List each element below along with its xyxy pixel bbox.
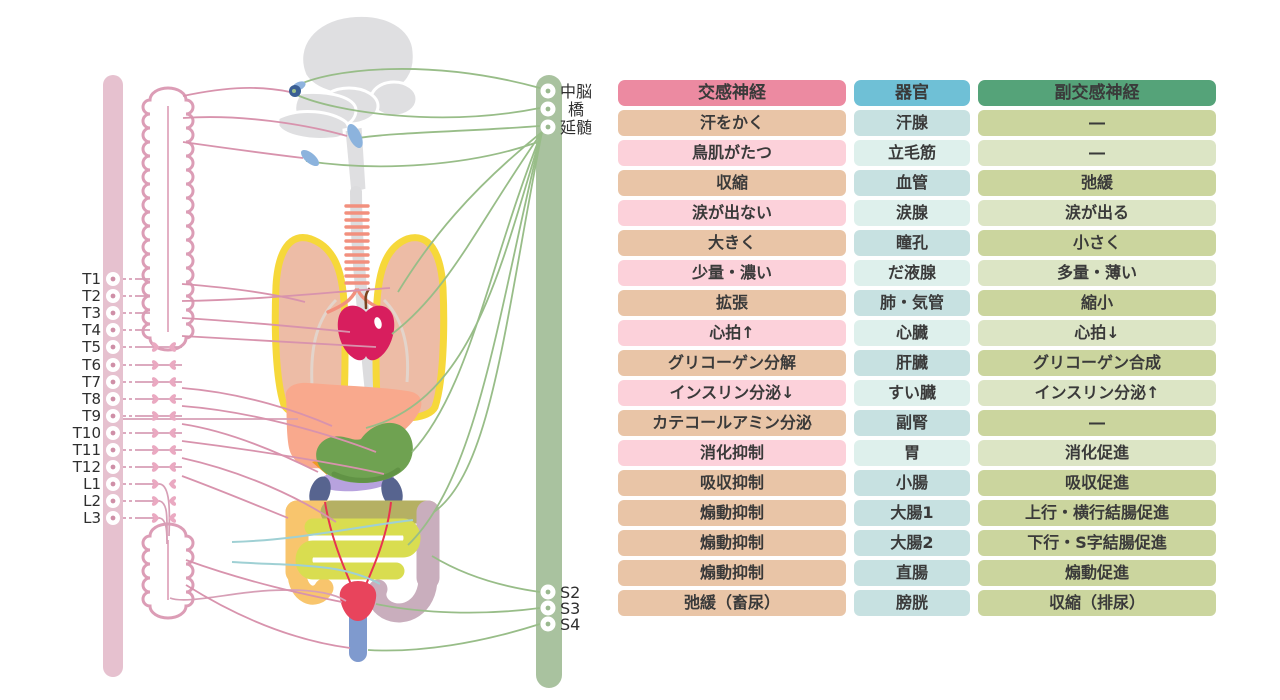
cell-parasympathetic: ― <box>978 140 1216 166</box>
cell-organ: だ液腺 <box>854 260 970 286</box>
spine-label: T1 <box>81 270 101 288</box>
cell-organ: 直腸 <box>854 560 970 586</box>
small-intestine <box>295 518 421 580</box>
cell-parasympathetic: 煽動促進 <box>978 560 1216 586</box>
spine-label: L2 <box>83 492 101 510</box>
cell-sympathetic: 心拍↑ <box>618 320 846 346</box>
cell-organ: 涙腺 <box>854 200 970 226</box>
spine-label: T11 <box>72 441 101 459</box>
cell-parasympathetic: 消化促進 <box>978 440 1216 466</box>
lung-veins <box>310 298 410 386</box>
header-sympathetic: 交感神経 <box>618 80 846 106</box>
spinal-nodes <box>106 272 120 525</box>
brain-icon <box>276 13 419 196</box>
spine-label: T10 <box>72 424 101 442</box>
cell-parasympathetic: 収縮（排尿） <box>978 590 1216 616</box>
cell-parasympathetic: 縮小 <box>978 290 1216 316</box>
spine-label: L3 <box>83 509 101 527</box>
stomach <box>316 422 413 484</box>
sacral-labels: S2 S3 S4 <box>560 583 580 634</box>
spine-label: T2 <box>81 287 101 305</box>
cell-parasympathetic: ― <box>978 110 1216 136</box>
cell-organ: 肝臓 <box>854 350 970 376</box>
cell-organ: 胃 <box>854 440 970 466</box>
cell-sympathetic: カテコールアミン分泌 <box>618 410 846 436</box>
cell-organ: 立毛筋 <box>854 140 970 166</box>
cell-sympathetic: 鳥肌がたつ <box>618 140 846 166</box>
cell-parasympathetic: 多量・薄い <box>978 260 1216 286</box>
cell-parasympathetic: グリコーゲン合成 <box>978 350 1216 376</box>
anatomy-figure: T1 T2 T3 T4 T5 T6 T7 T8 T9 T10 T11 T12 L… <box>72 13 592 688</box>
spine-label: T12 <box>72 458 101 476</box>
cell-sympathetic: 汗をかく <box>618 110 846 136</box>
spine-label: T3 <box>81 304 101 322</box>
brainstem-labels: 中脳 橋 延髄 <box>560 82 592 137</box>
autonomic-comparison-table: 交感神経 器官 副交感神経 汗をかく 汗腺 ― 鳥肌がたつ 立毛筋 ― 収縮 血… <box>618 80 1216 616</box>
brainstem-sacral-nodes <box>540 83 556 632</box>
cell-sympathetic: 弛緩（畜尿） <box>618 590 846 616</box>
heart-apple-icon <box>337 287 395 361</box>
bladder <box>339 581 377 621</box>
rectum <box>349 608 367 662</box>
lungs <box>271 234 448 422</box>
cell-sympathetic: 吸収抑制 <box>618 470 846 496</box>
cell-sympathetic: 煽動抑制 <box>618 530 846 556</box>
cell-parasympathetic: ― <box>978 410 1216 436</box>
spine-label: T7 <box>81 373 101 391</box>
header-organ: 器官 <box>854 80 970 106</box>
parasympathetic-bar <box>536 75 562 688</box>
cell-organ: 血管 <box>854 170 970 196</box>
cell-parasympathetic: インスリン分泌↑ <box>978 380 1216 406</box>
medulla-label: 延髄 <box>560 118 592 137</box>
cell-sympathetic: 煽動抑制 <box>618 560 846 586</box>
sacral-label: S4 <box>560 615 580 634</box>
spine-label: T9 <box>81 407 101 425</box>
cell-organ: 心臓 <box>854 320 970 346</box>
cell-organ: 肺・気管 <box>854 290 970 316</box>
header-parasympathetic: 副交感神経 <box>978 80 1216 106</box>
cell-parasympathetic: 弛緩 <box>978 170 1216 196</box>
pons-label: 橋 <box>568 100 584 119</box>
cell-sympathetic: 収縮 <box>618 170 846 196</box>
spine-label: T8 <box>81 390 101 408</box>
cell-organ: 瞳孔 <box>854 230 970 256</box>
cell-sympathetic: インスリン分泌↓ <box>618 380 846 406</box>
pancreas-nerves <box>231 519 414 585</box>
cell-sympathetic: グリコーゲン分解 <box>618 350 846 376</box>
cell-organ: 膀胱 <box>854 590 970 616</box>
cell-sympathetic: 消化抑制 <box>618 440 846 466</box>
spine-label: L1 <box>83 475 101 493</box>
cell-organ: 大腸2 <box>854 530 970 556</box>
cell-sympathetic: 大きく <box>618 230 846 256</box>
spine-label: T5 <box>81 338 101 356</box>
cell-parasympathetic: 涙が出る <box>978 200 1216 226</box>
cell-sympathetic: 少量・濃い <box>618 260 846 286</box>
cell-organ: 小腸 <box>854 470 970 496</box>
kidneys <box>309 476 403 508</box>
spine-label: T4 <box>81 321 101 339</box>
cell-organ: 汗腺 <box>854 110 970 136</box>
cell-organ: 大腸1 <box>854 500 970 526</box>
cell-sympathetic: 拡張 <box>618 290 846 316</box>
midbrain-label: 中脳 <box>560 82 592 101</box>
sacral-label: S3 <box>560 599 580 618</box>
cell-parasympathetic: 吸収促進 <box>978 470 1216 496</box>
cell-parasympathetic: 心拍↓ <box>978 320 1216 346</box>
cell-sympathetic: 涙が出ない <box>618 200 846 226</box>
eye-icon <box>289 81 306 97</box>
trachea-icon <box>326 204 390 314</box>
cell-organ: すい臓 <box>854 380 970 406</box>
sacral-label: S2 <box>560 583 580 602</box>
parasympathetic-nerves <box>293 68 543 652</box>
cell-parasympathetic: 下行・S字結腸促進 <box>978 530 1216 556</box>
sympathetic-nerves <box>181 87 391 649</box>
spine-label: T6 <box>81 356 101 374</box>
spine-level-labels: T1 T2 T3 T4 T5 T6 T7 T8 T9 T10 T11 T12 L… <box>72 270 101 527</box>
gland-icons <box>300 123 363 167</box>
cell-parasympathetic: 上行・横行結腸促進 <box>978 500 1216 526</box>
cell-sympathetic: 煽動抑制 <box>618 500 846 526</box>
cell-organ: 副腎 <box>854 410 970 436</box>
cell-parasympathetic: 小さく <box>978 230 1216 256</box>
